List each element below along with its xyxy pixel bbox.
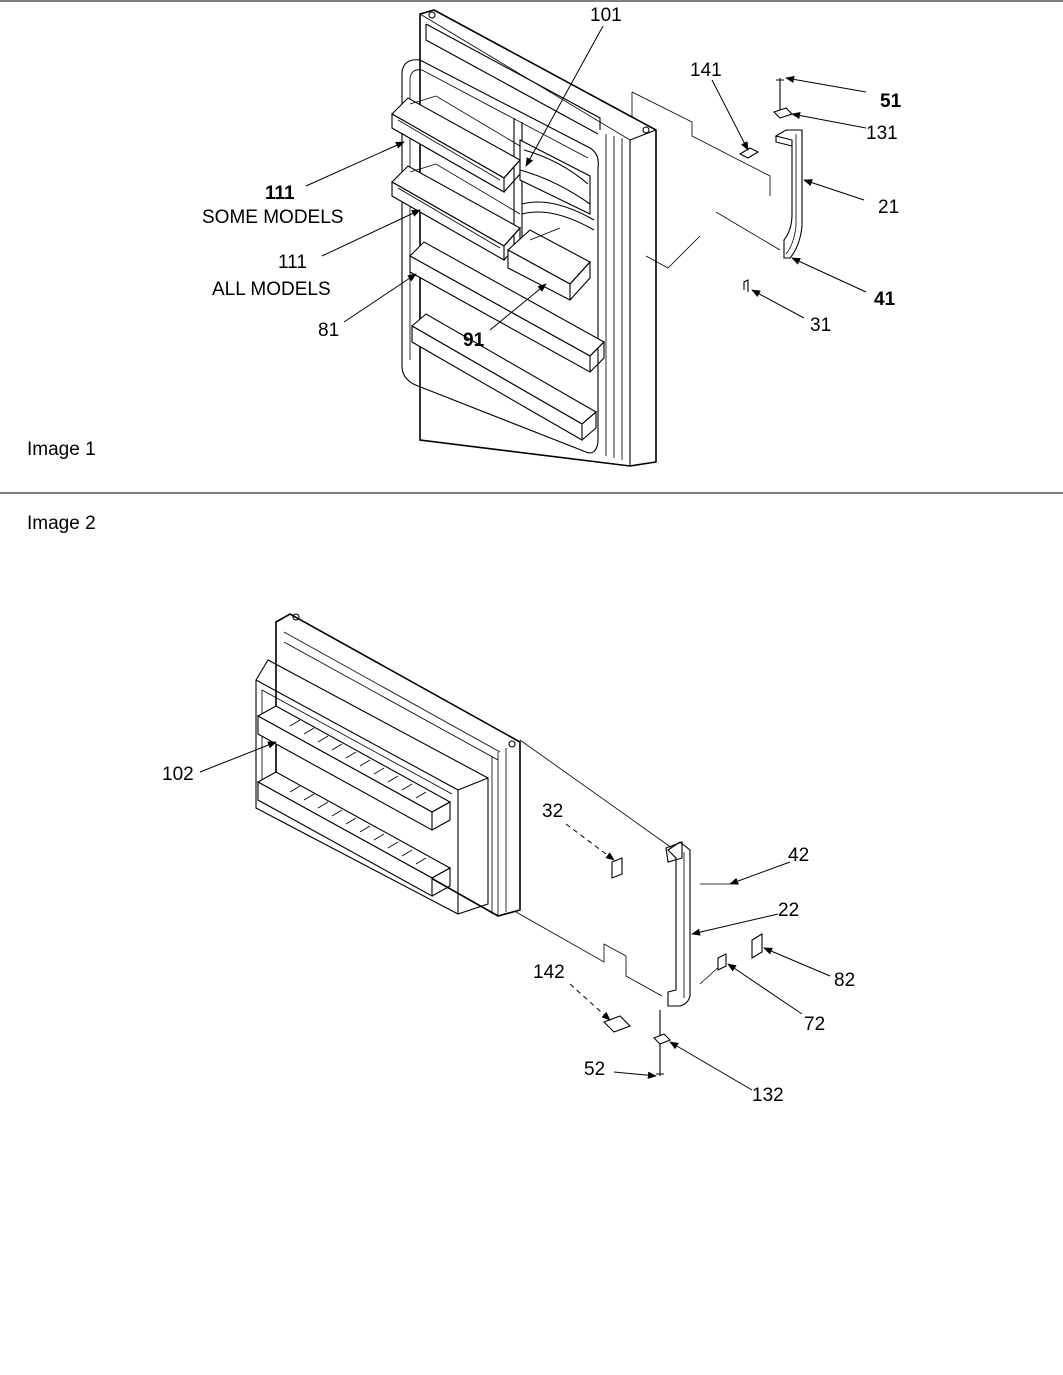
door-outer-panel (419, 9, 657, 467)
block-32 (611, 857, 623, 879)
image2-door-assembly: Image 2 (27, 513, 855, 1106)
door-bin-bottom (411, 313, 597, 441)
hinge-21 (774, 129, 803, 259)
label-131: 131 (866, 123, 898, 144)
washer-132 (653, 1033, 671, 1045)
label-102: 102 (162, 764, 194, 785)
label-32: 32 (542, 801, 563, 822)
washer-131 (772, 107, 794, 119)
plate-142 (603, 1015, 631, 1033)
label-some-models: SOME MODELS (202, 207, 343, 228)
label-81: 81 (318, 320, 339, 341)
piece-82 (751, 933, 763, 959)
label-111-lower: 111 (278, 252, 307, 273)
door-shelf-111-lower (391, 163, 521, 261)
label-42: 42 (788, 845, 809, 866)
label-41: 41 (874, 289, 896, 310)
label-52: 52 (584, 1059, 605, 1080)
label-82: 82 (834, 970, 855, 991)
image1-caption: Image 1 (27, 439, 96, 460)
door-side-edge (629, 129, 657, 466)
label-22: 22 (778, 900, 799, 921)
small-bin-91 (507, 227, 591, 301)
label-141: 141 (690, 60, 722, 81)
label-142: 142 (533, 962, 565, 983)
hinge-pin-51 (776, 78, 784, 114)
freezer-hinge-hole-right (508, 740, 516, 748)
label-101: 101 (590, 5, 622, 26)
label-72: 72 (804, 1014, 825, 1035)
freezer-door-liner (255, 659, 489, 915)
door-bin-81 (409, 241, 605, 373)
hinge-pin-hole (428, 11, 436, 19)
image2-caption: Image 2 (27, 513, 96, 534)
hinge-reference-line (631, 91, 771, 196)
dairy-compartment-101 (519, 139, 591, 215)
piece-72 (717, 953, 727, 971)
freezer-shelf-lower (256, 771, 452, 897)
label-111-upper: 111 (265, 183, 295, 204)
label-21: 21 (878, 197, 899, 218)
hinge-pin-hole-right (642, 126, 650, 134)
screw-31 (743, 279, 749, 292)
freezer-hinge-reference-line (515, 739, 673, 997)
label-all-models: ALL MODELS (212, 279, 331, 300)
label-51: 51 (880, 91, 902, 112)
image1-door-assembly: 101 141 51 131 21 41 31 111 SOME MODELS … (27, 5, 902, 467)
freezer-shelf-102-upper (256, 705, 452, 831)
freezer-hinge-hole (292, 613, 300, 621)
label-132: 132 (752, 1085, 784, 1106)
hinge-cover-141 (738, 147, 760, 159)
label-91: 91 (463, 330, 485, 351)
label-31: 31 (810, 315, 831, 336)
hinge-22 (665, 841, 691, 1007)
door-liner (401, 59, 599, 454)
